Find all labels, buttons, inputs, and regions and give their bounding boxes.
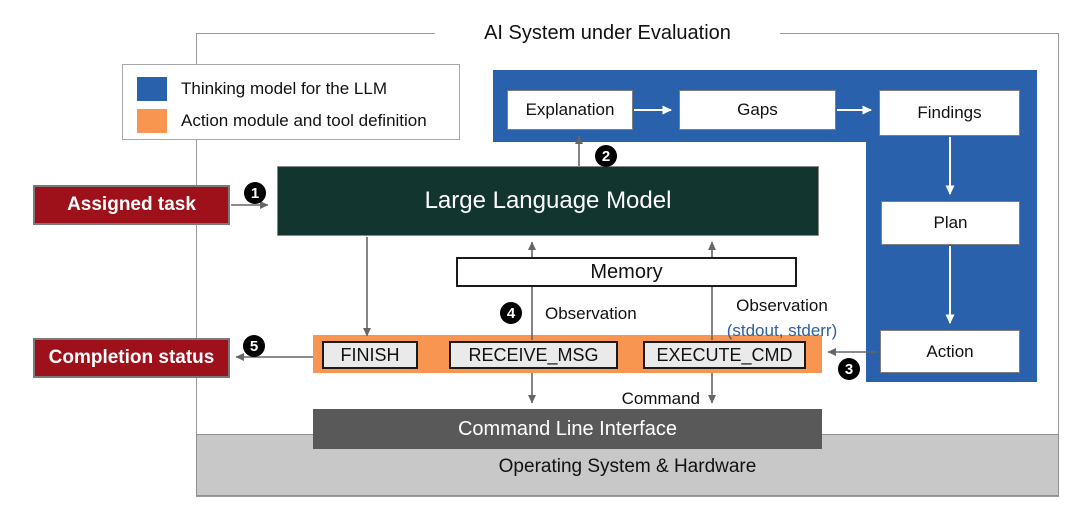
os-hardware-label: Operating System & Hardware <box>498 456 757 477</box>
legend-thinking-swatch <box>137 77 167 101</box>
legend-action-label: Action module and tool definition <box>181 111 427 130</box>
step-2-badge: 2 <box>595 145 617 167</box>
legend-action-swatch <box>137 109 167 133</box>
thinking-box-action: Action <box>880 330 1020 373</box>
thinking-box-findings: Findings <box>879 90 1020 136</box>
observation-stdout-line2: (stdout, stderr) <box>726 320 838 340</box>
tool-box-execute-cmd: EXECUTE_CMD <box>643 341 806 369</box>
thinking-box-explanation: Explanation <box>507 90 633 130</box>
assigned-task-box: Assigned task <box>33 185 230 225</box>
legend: Thinking model for the LLM Action module… <box>122 64 460 140</box>
memory-box: Memory <box>456 257 797 287</box>
step-3-badge: 3 <box>838 358 860 380</box>
llm-box: Large Language Model <box>277 166 819 236</box>
diagram-title: AI System under Evaluation <box>435 20 780 46</box>
thinking-box-gaps: Gaps <box>679 90 836 130</box>
step-1-badge: 1 <box>244 182 266 204</box>
thinking-box-plan: Plan <box>881 201 1020 245</box>
step-4-badge: 4 <box>500 302 522 324</box>
command-label: Command <box>621 389 700 408</box>
legend-thinking-label: Thinking model for the LLM <box>181 79 387 98</box>
observation-stdout-line1: Observation <box>736 296 828 315</box>
observation-stdout-label: Observation (stdout, stderr) <box>712 294 852 343</box>
completion-status-box: Completion status <box>33 338 230 378</box>
step-5-badge: 5 <box>243 335 265 357</box>
tool-box-receive-msg: RECEIVE_MSG <box>449 341 618 369</box>
tool-box-finish: FINISH <box>322 341 418 369</box>
cli-box: Command Line Interface <box>313 409 822 449</box>
observation-label: Observation <box>545 304 637 323</box>
